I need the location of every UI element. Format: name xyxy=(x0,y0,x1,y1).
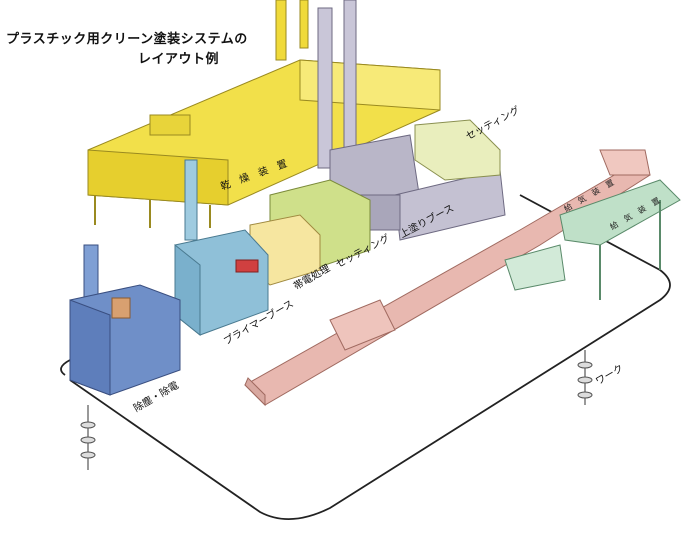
air-supply-unit xyxy=(504,179,681,300)
topcoat-booth-unit xyxy=(317,0,506,241)
work-hanger-left xyxy=(80,405,96,470)
label-work: ワーク xyxy=(594,362,626,387)
work-hanger-right xyxy=(577,350,593,405)
dust-removal-unit xyxy=(69,244,181,396)
supply-duct xyxy=(244,149,651,407)
primer-booth-unit xyxy=(174,159,269,337)
diagram-title-line2: レイアウト例 xyxy=(138,52,220,67)
diagram-title-line1: プラスチック用クリーン塗装システムの xyxy=(6,32,248,47)
